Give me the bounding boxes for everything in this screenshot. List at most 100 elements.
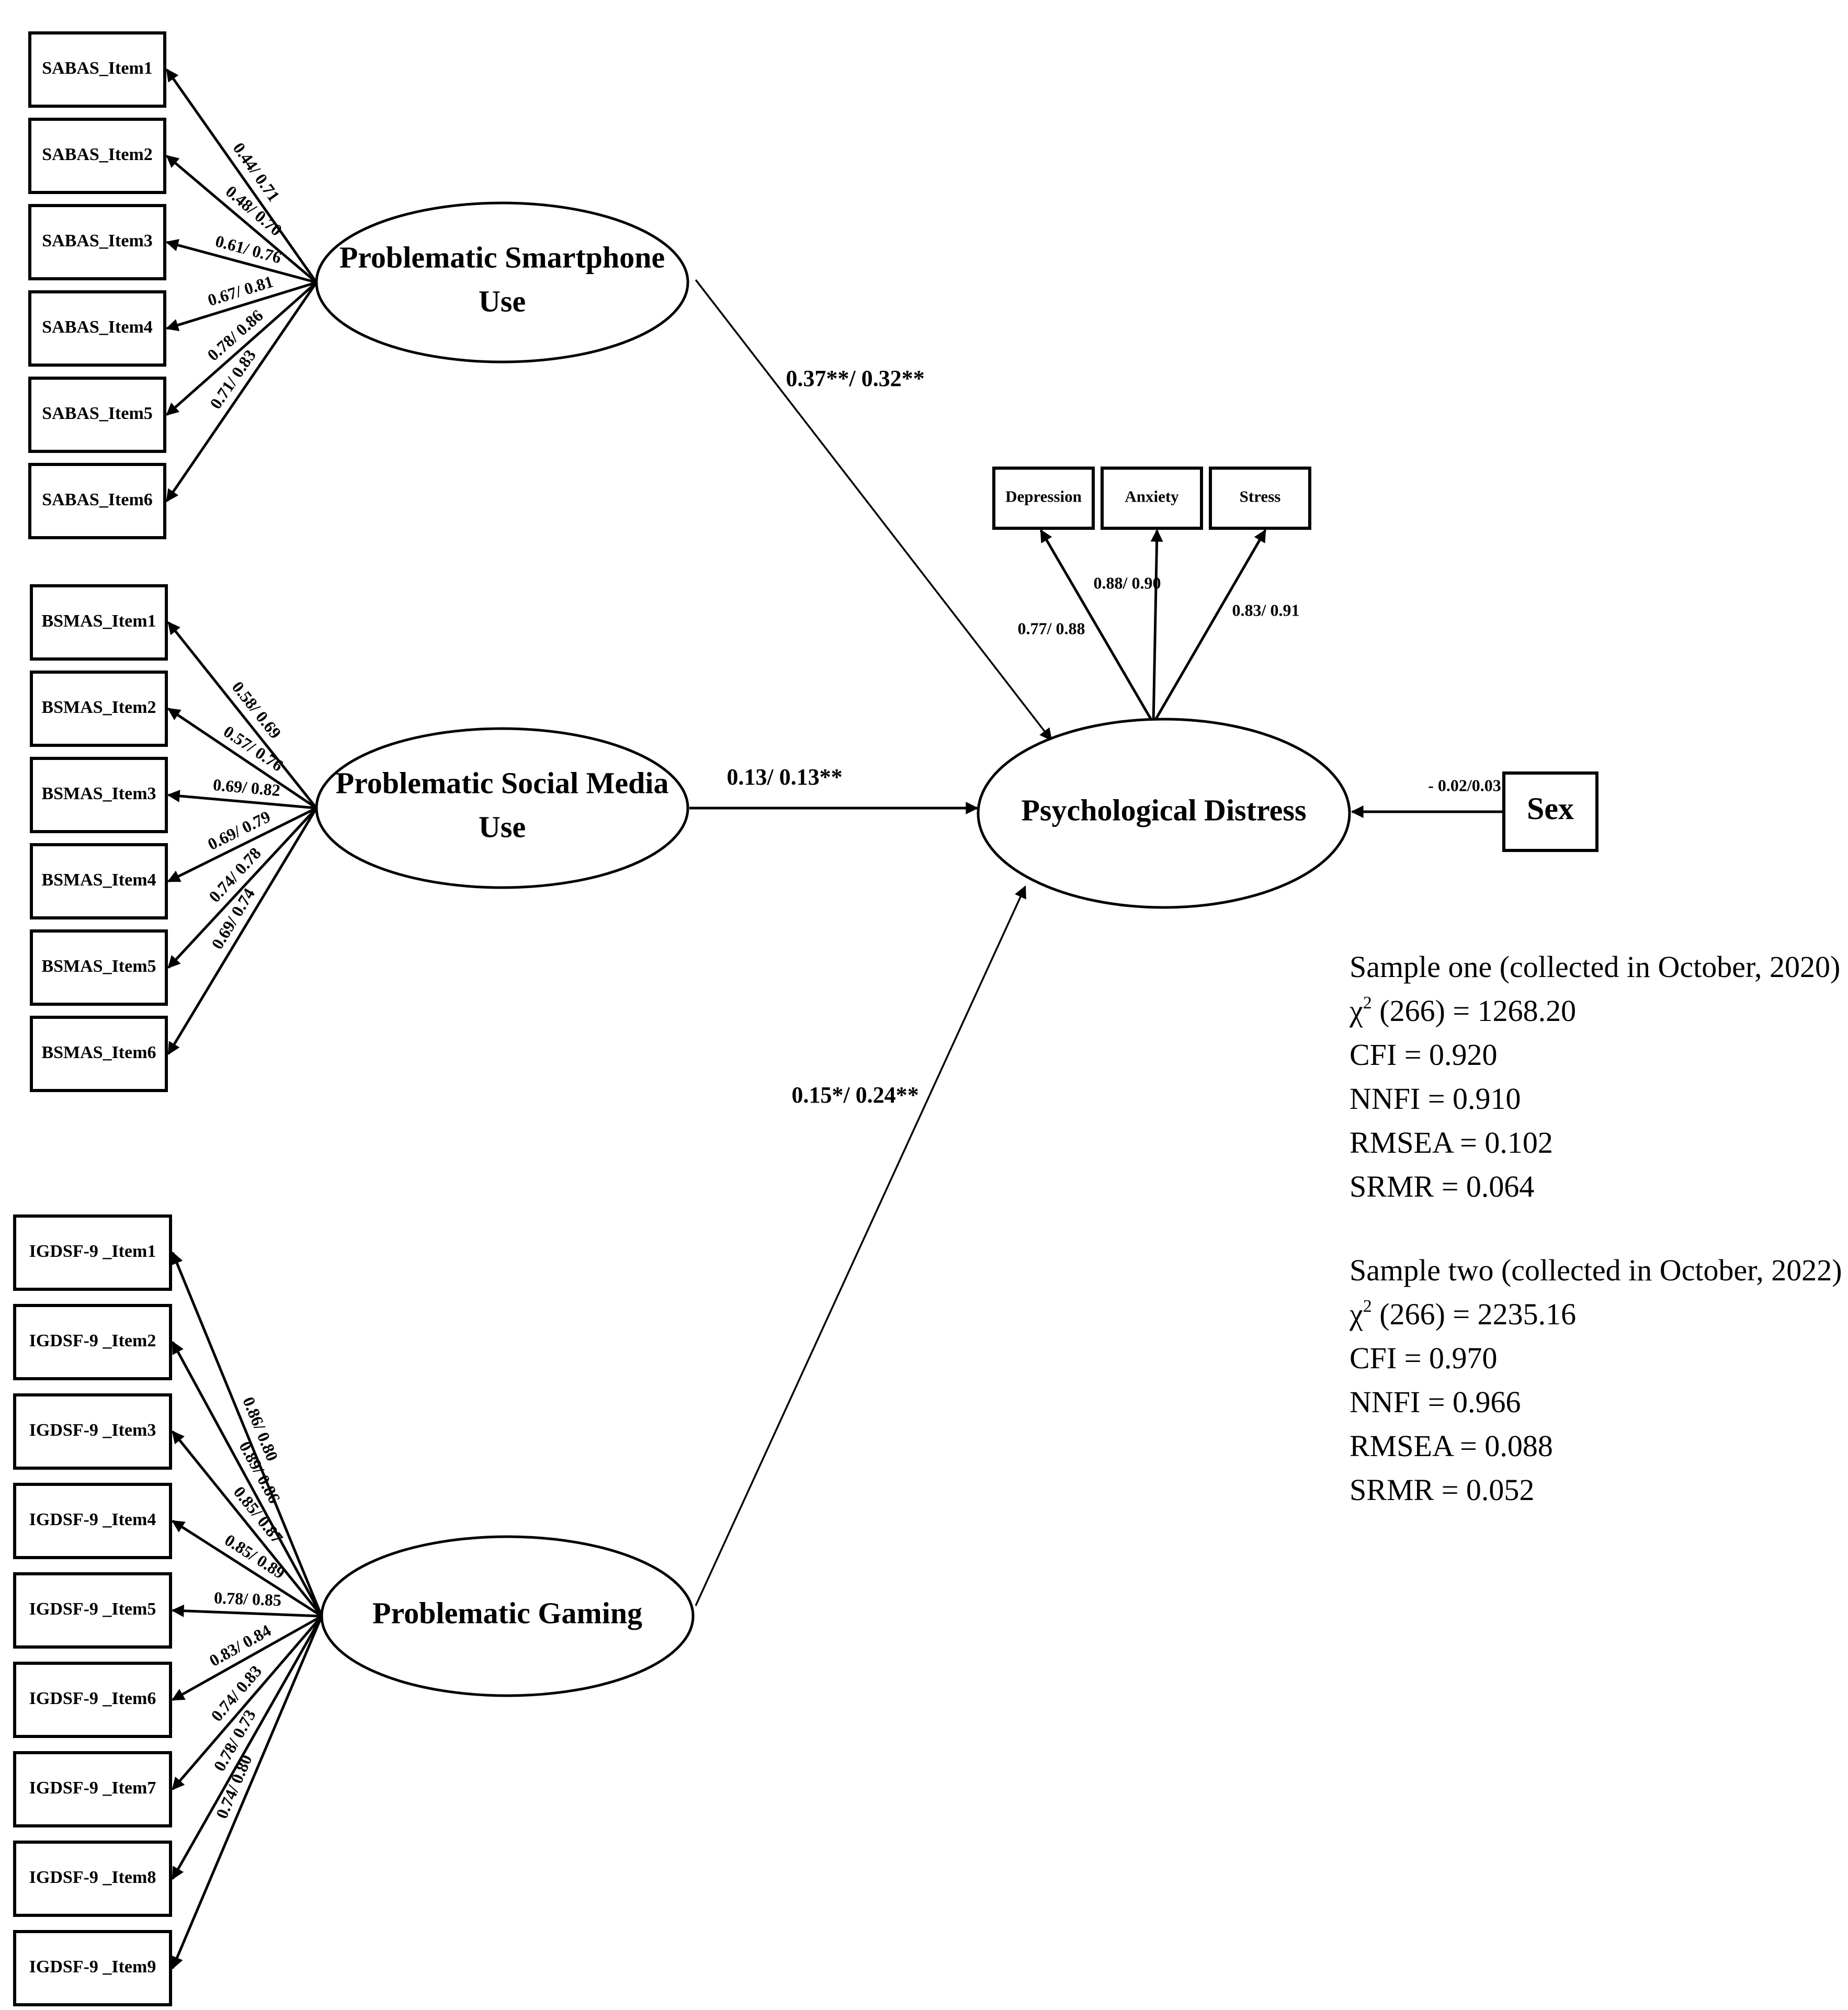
sabas-item-indicator: SABAS_Item1	[28, 31, 166, 108]
fit-title-sample-two: Sample two (collected in October, 2022)	[1350, 1253, 1842, 1287]
bsmas-item-loading-arrow	[167, 807, 318, 883]
indicator-boxes: SABAS_Item1SABAS_Item2SABAS_Item3SABAS_I…	[13, 31, 1598, 2006]
chi-value: (266) = 1268.20	[1372, 994, 1576, 1028]
igdsf-item-label: IGDSF-9 _Item2	[29, 1331, 156, 1350]
bsmas-item-label: BSMAS_Item1	[41, 611, 156, 631]
sabas-item-box	[28, 463, 166, 539]
sabas-item-label: SABAS_Item6	[42, 490, 153, 509]
depression-box	[992, 467, 1095, 530]
igdsf-item-box	[13, 1662, 172, 1738]
igdsf-item-loading-arrow	[171, 1604, 322, 1618]
chi-superscript: 2	[1363, 1297, 1372, 1316]
igdsf-item-loading-value: 0.78/ 0.85	[213, 1588, 281, 1609]
path-coefficient-gaming: 0.15*/ 0.24**	[791, 1082, 919, 1108]
sabas-item-box	[28, 31, 166, 108]
fit-cfi-sample-two: CFI = 0.970	[1350, 1341, 1497, 1375]
bsmas-item-box	[30, 843, 168, 919]
igdsf-item-indicator: IGDSF-9 _Item4	[13, 1483, 172, 1559]
igdsf-item-indicator: IGDSF-9 _Item2	[13, 1304, 172, 1380]
latent-problematic-gaming-label-line: Problematic Gaming	[372, 1596, 642, 1630]
fit-srmr-sample-one: SRMR = 0.064	[1350, 1169, 1534, 1203]
bsmas-item-loading-arrow	[167, 707, 318, 810]
bsmas-item-label: BSMAS_Item3	[41, 784, 156, 803]
fit-stats-sample-two: Sample two (collected in October, 2022) …	[1349, 1253, 1842, 1507]
fit-title-sample-one: Sample one (collected in October, 2020)	[1350, 950, 1840, 984]
sabas-item-indicator: SABAS_Item2	[28, 118, 166, 194]
sex-label: Sex	[1527, 791, 1574, 826]
chi-value: (266) = 2235.16	[1372, 1297, 1576, 1331]
sabas-item-loading-arrow	[165, 69, 318, 283]
edges-layer	[165, 69, 1504, 1970]
igdsf-item-loading-arrow	[171, 1251, 323, 1617]
depression-label: Depression	[1005, 487, 1082, 506]
igdsf-item-loading-arrow	[172, 1615, 323, 1790]
latent-problematic-smartphone-use-label-line: Use	[479, 284, 526, 318]
path-gaming-to-distress	[695, 885, 1026, 1606]
igdsf-item-loading-arrow	[171, 1519, 323, 1618]
sabas-item-label: SABAS_Item4	[42, 317, 153, 337]
sabas-item-box	[28, 290, 166, 367]
fit-chi-square-sample-two: χ2 (266) = 2235.16	[1349, 1297, 1576, 1331]
path-coefficient-sex: - 0.02/0.03	[1428, 776, 1501, 794]
bsmas-item-box	[30, 584, 168, 661]
bsmas-item-loading-arrow	[167, 789, 317, 810]
igdsf-item-label: IGDSF-9 _Item1	[29, 1242, 156, 1261]
igdsf-item-label: IGDSF-9 _Item4	[29, 1510, 156, 1529]
fit-stats-sample-one: Sample one (collected in October, 2020) …	[1349, 950, 1840, 1203]
sabas-item-loading-arrow	[165, 239, 317, 284]
sabas-item-label: SABAS_Item1	[42, 59, 153, 78]
sabas-item-indicator: SABAS_Item6	[28, 463, 166, 539]
bsmas-item-loading-arrow	[167, 807, 318, 969]
igdsf-item-box	[13, 1572, 172, 1649]
igdsf-item-loading-arrow	[171, 1615, 323, 1701]
sabas-item-label: SABAS_Item5	[42, 404, 153, 423]
bsmas-item-box	[30, 929, 168, 1006]
path-coefficient-smartphone: 0.37**/ 0.32**	[786, 366, 924, 391]
stress-label: Stress	[1240, 487, 1281, 506]
fit-chi-square-sample-one: χ2 (266) = 1268.20	[1349, 993, 1576, 1028]
fit-cfi-sample-one: CFI = 0.920	[1350, 1038, 1497, 1072]
bsmas-item-loading-arrow	[167, 621, 318, 809]
igdsf-item-indicator: IGDSF-9 _Item5	[13, 1572, 172, 1649]
latent-problematic-social-media-use-ellipse	[315, 727, 689, 889]
fit-rmsea-sample-one: RMSEA = 0.102	[1350, 1126, 1553, 1160]
igdsf-item-loading-arrow	[171, 1615, 323, 1880]
latent-problematic-smartphone-use-label-line: Problematic Smartphone	[339, 240, 665, 274]
anxiety-loading-value: 0.88/ 0.90	[1094, 573, 1161, 592]
igdsf-item-box	[13, 1751, 172, 1827]
sabas-item-box	[28, 118, 166, 194]
latent-problematic-gaming-ellipse	[320, 1535, 695, 1697]
latent-psychological-distress-ellipse	[977, 718, 1351, 909]
bsmas-item-label: BSMAS_Item6	[41, 1043, 156, 1062]
latent-problematic-social-media-use-label-line: Use	[479, 810, 526, 844]
igdsf-item-label: IGDSF-9 _Item9	[29, 1957, 156, 1977]
bsmas-item-box	[30, 757, 168, 833]
igdsf-item-indicator: IGDSF-9 _Item6	[13, 1662, 172, 1738]
bsmas-item-loading-arrow	[167, 807, 318, 1055]
sabas-item-box	[28, 377, 166, 453]
bsmas-item-box	[30, 1016, 168, 1092]
bsmas-item-indicator: BSMAS_Item6	[30, 1016, 168, 1092]
sabas-item-indicator: SABAS_Item4	[28, 290, 166, 367]
distress-indicator-depression: Depression	[992, 467, 1095, 530]
igdsf-item-box	[13, 1393, 172, 1470]
fit-nnfi-sample-two: NNFI = 0.966	[1350, 1385, 1521, 1419]
depression-loading-arrow	[1039, 529, 1155, 724]
sabas-item-label: SABAS_Item2	[42, 145, 153, 164]
igdsf-item-loading-arrow	[171, 1341, 323, 1617]
sabas-item-indicator: SABAS_Item5	[28, 377, 166, 453]
bsmas-item-indicator: BSMAS_Item4	[30, 843, 168, 919]
bsmas-item-label: BSMAS_Item5	[41, 957, 156, 976]
igdsf-item-indicator: IGDSF-9 _Item1	[13, 1214, 172, 1291]
igdsf-item-box	[13, 1841, 172, 1917]
igdsf-item-loading-arrow	[172, 1430, 323, 1617]
latent-psychological-distress: Psychological Distress	[977, 718, 1351, 909]
igdsf-item-label: IGDSF-9 _Item8	[29, 1868, 156, 1887]
igdsf-item-indicator: IGDSF-9 _Item9	[13, 1930, 172, 2006]
sabas-item-loading-arrow	[166, 155, 318, 283]
latent-problematic-gaming: Problematic Gaming	[320, 1535, 695, 1697]
latent-problematic-social-media-use-label-line: Problematic Social Media	[336, 766, 669, 800]
igdsf-item-label: IGDSF-9 _Item7	[29, 1778, 156, 1798]
